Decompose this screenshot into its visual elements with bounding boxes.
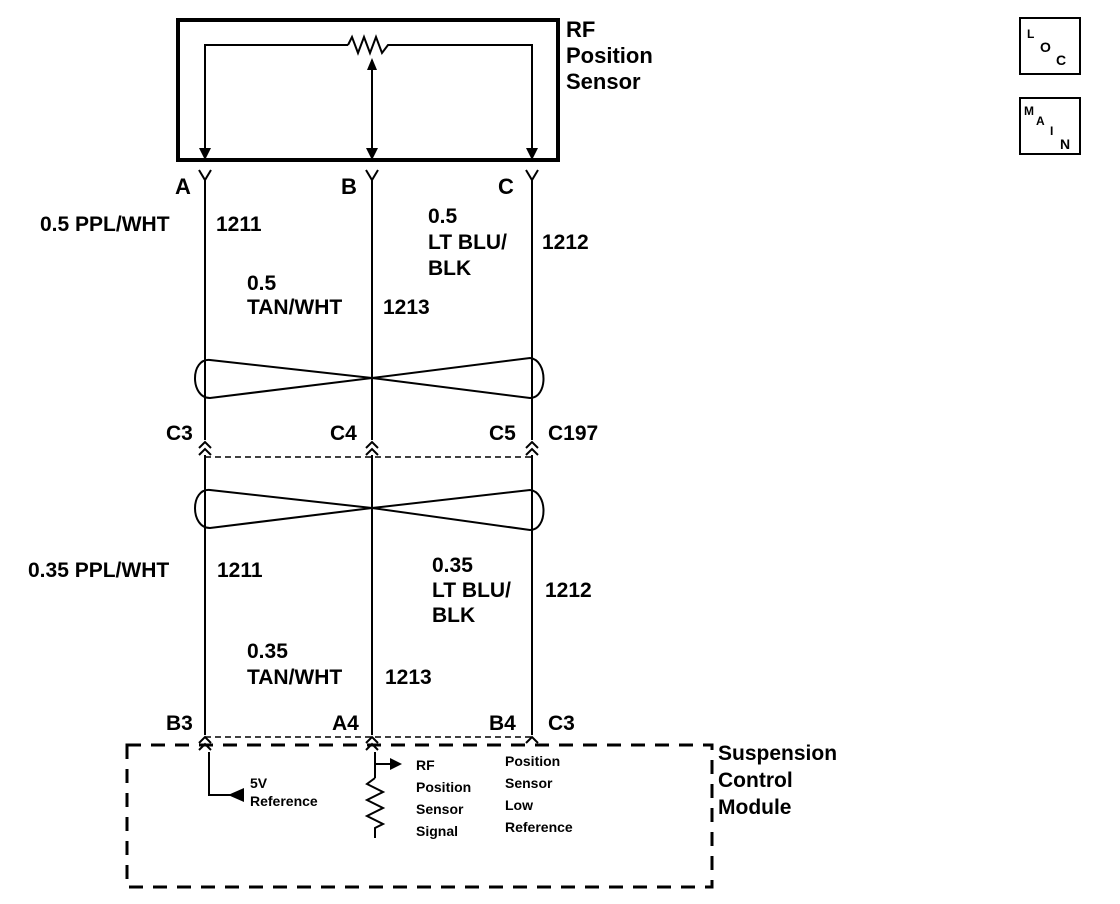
upper-wire-a-circuit: 1211 [216, 213, 262, 236]
pin-a-arrow [199, 148, 211, 160]
connector-pin-c5: C5 [489, 422, 516, 445]
signal-arrow [390, 758, 402, 770]
upper-wire-b-circuit: 1213 [383, 296, 430, 319]
sensor-pin-b: B [341, 174, 357, 199]
svg-text:C: C [1056, 52, 1066, 68]
position-sensor [176, 18, 560, 162]
sensor-internal-wire-a [204, 44, 348, 155]
upper-wire-b-color: TAN/WHT [247, 296, 342, 319]
ref-5v-line2: Reference [250, 793, 318, 809]
upper-wire-c-circuit: 1212 [542, 231, 589, 254]
lower-wire-a-label: 0.35 PPL/WHT [28, 559, 169, 582]
lower-wire-b-circuit: 1213 [385, 666, 432, 689]
lower-wire-b-gauge: 0.35 [247, 640, 288, 663]
sensor-name-line2: Position [566, 43, 653, 68]
lower-wire-c-color2: BLK [432, 604, 475, 627]
lower-wire-c-gauge: 0.35 [432, 554, 473, 577]
main-icon[interactable]: M A I N [1019, 97, 1081, 155]
sensor-internal-wire-c [395, 44, 533, 155]
low-ref-line4: Reference [505, 819, 573, 835]
module-pin-b4: B4 [489, 712, 516, 735]
upper-wire-c-color2: BLK [428, 257, 471, 280]
loc-icon[interactable]: L O C [1019, 17, 1081, 75]
sensor-housing [176, 18, 560, 162]
pin-b-arrow [366, 148, 378, 160]
sensor-resistor [347, 34, 395, 56]
module-pin-a4: A4 [332, 712, 359, 735]
sensor-pin-a: A [175, 174, 191, 199]
sensor-pin-c: C [498, 174, 514, 199]
wiper-arrow-head [367, 58, 377, 70]
svg-text:L: L [1027, 27, 1034, 41]
lower-wire-b-color: TAN/WHT [247, 666, 342, 689]
lower-twist-symbol [194, 488, 545, 532]
low-ref-line2: Sensor [505, 775, 553, 791]
sensor-name-line3: Sensor [566, 69, 641, 94]
module-name-line1: Suspension [718, 742, 837, 765]
signal-line4: Signal [416, 823, 458, 839]
svg-text:N: N [1060, 136, 1070, 152]
ref-5v-arrow [228, 788, 244, 802]
upper-wire-c-color1: LT BLU/ [428, 231, 507, 254]
lower-wire-a-circuit: 1211 [217, 559, 263, 582]
upper-wire-a-label: 0.5 PPL/WHT [40, 213, 170, 236]
pin-c-arrow [526, 148, 538, 160]
module-pin-c3: C3 [548, 712, 575, 735]
c197-connector-symbols [198, 440, 539, 456]
signal-line3: Sensor [416, 801, 464, 817]
connector-pin-c4: C4 [330, 422, 357, 445]
module-pin-b3: B3 [166, 712, 193, 735]
sensor-connector-symbols [198, 169, 539, 182]
signal-line2: Position [416, 779, 471, 795]
connector-name: C197 [548, 422, 598, 445]
sensor-name-line1: RF [566, 17, 595, 42]
upper-twist-symbol [194, 356, 545, 400]
low-ref-line1: Position [505, 753, 560, 769]
module-name-line3: Module [718, 796, 792, 819]
module-name-line2: Control [718, 769, 793, 792]
low-ref-line3: Low [505, 797, 533, 813]
svg-text:O: O [1040, 39, 1051, 55]
ref-5v-line1: 5V [250, 775, 268, 791]
svg-text:A: A [1036, 114, 1045, 128]
upper-wire-b-gauge: 0.5 [247, 272, 277, 295]
upper-wire-c-gauge: 0.5 [428, 205, 458, 228]
module-housing [125, 743, 714, 889]
connector-pin-c3: C3 [166, 422, 193, 445]
lower-wire-c-color1: LT BLU/ [432, 579, 511, 602]
signal-line1: RF [416, 757, 435, 773]
lower-wire-c-circuit: 1212 [545, 579, 592, 602]
pull-resistor [364, 777, 386, 838]
svg-text:I: I [1050, 124, 1053, 138]
ref-5v-wire [208, 752, 232, 796]
svg-text:M: M [1024, 104, 1034, 118]
